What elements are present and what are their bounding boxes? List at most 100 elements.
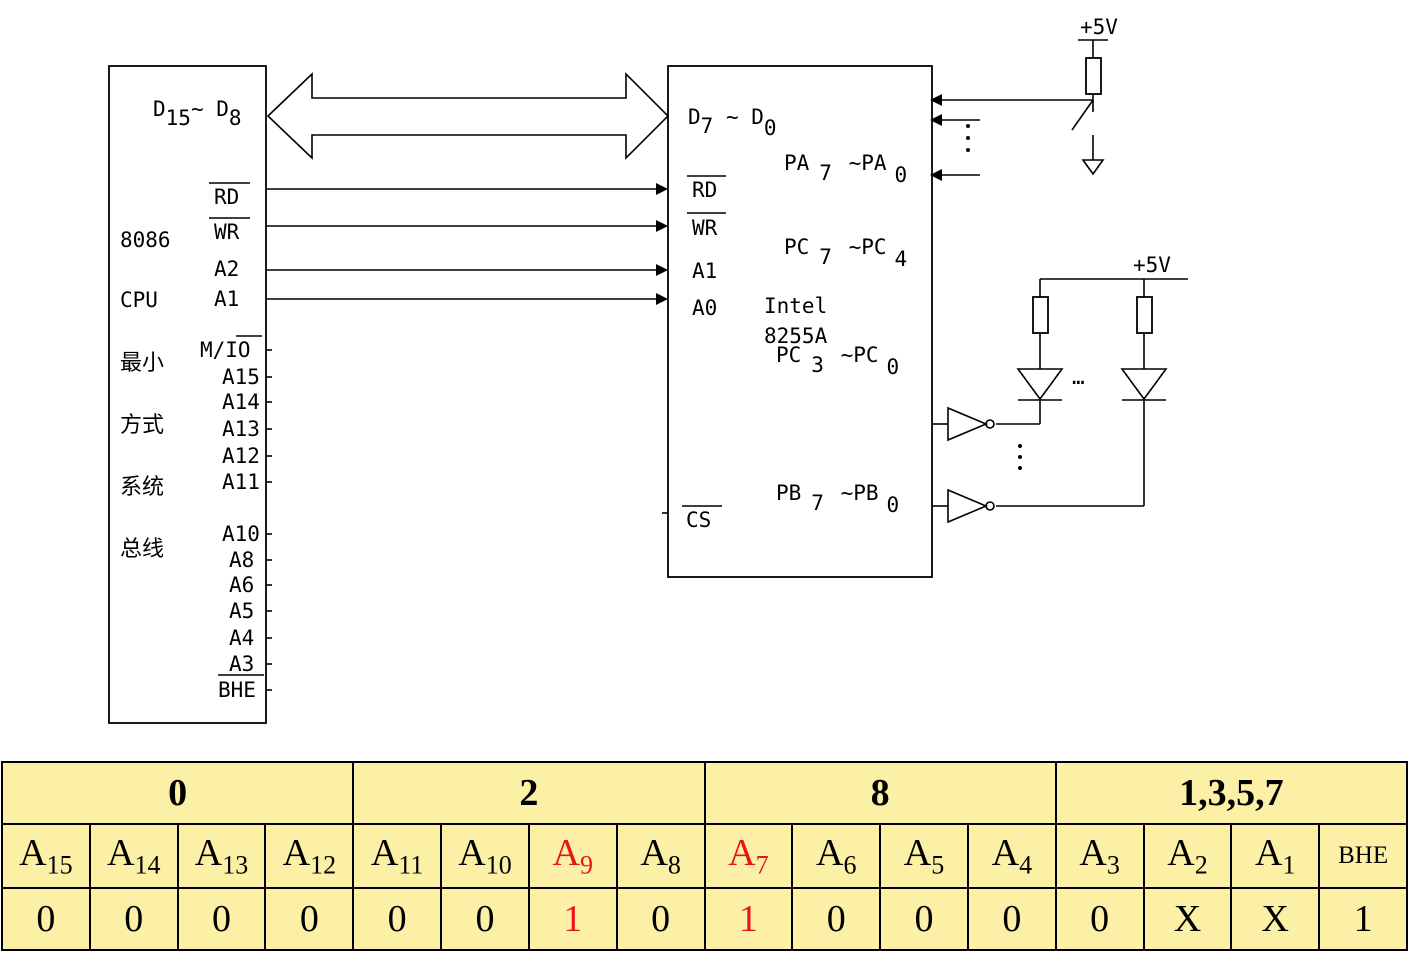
- led-resistor-1: [1032, 296, 1049, 334]
- cpu-pin-a10: A10: [222, 522, 260, 546]
- signal-base: A: [728, 832, 756, 875]
- signal-cell: A6: [791, 823, 882, 889]
- led-ellipsis: …: [1072, 365, 1085, 389]
- signal-cell: A2: [1142, 823, 1233, 889]
- signal-sub: 15: [46, 850, 73, 880]
- cpu-pin-a14: A14: [222, 390, 260, 414]
- cpu-desc-cpu: CPU: [120, 288, 158, 312]
- signal-base: A: [552, 832, 580, 875]
- cpu-bus-box: [108, 65, 267, 724]
- ppi-pin-a1: A1: [692, 259, 717, 283]
- signal-sub: 5: [931, 850, 945, 880]
- signal-sub: 8: [667, 850, 681, 880]
- control-wires: [266, 183, 668, 514]
- cpu-pin-stubs: [266, 349, 272, 691]
- value-cell: 1: [527, 887, 618, 951]
- ppi-data-label: D7 ~ D0: [688, 105, 777, 140]
- supply-label-2: +5V: [1133, 253, 1171, 277]
- cpu-data-label: D15~ D8: [153, 97, 242, 130]
- ppi-pin-a0: A0: [692, 296, 717, 320]
- cpu-desc-3: 系统: [120, 475, 164, 500]
- inverter-1: [947, 406, 989, 442]
- inverter-2: [947, 488, 989, 524]
- signal-sub: 9: [580, 850, 593, 880]
- led-diode-2: [1120, 368, 1168, 401]
- value-cell: 0: [1054, 887, 1145, 951]
- group-8: 8: [703, 761, 1057, 825]
- cpu-pin-bhe: BHE: [218, 678, 256, 702]
- ppi-pin-cs: CS: [686, 508, 711, 532]
- signal-cell: A4: [966, 823, 1057, 889]
- ppi-name-intel: Intel: [764, 294, 827, 318]
- signal-sub: 10: [485, 850, 512, 880]
- value-cell: 0: [879, 887, 969, 951]
- cpu-pin-a15: A15: [222, 365, 260, 389]
- signal-cell: A1: [1230, 823, 1321, 889]
- signal-base: A: [640, 832, 668, 875]
- ppi-name-8255a: 8255A: [764, 324, 828, 348]
- value-cell: X: [1142, 887, 1233, 951]
- signal-base: A: [106, 832, 135, 875]
- group-2: 2: [352, 761, 706, 825]
- signal-cell: A10: [440, 823, 530, 889]
- signal-cell: A11: [352, 823, 443, 889]
- value-cell: 1: [703, 887, 794, 951]
- cpu-desc-1: 最小: [120, 351, 164, 376]
- switch-input-circuit: +5V: [930, 15, 1118, 181]
- led-output-circuit: +5V …: [932, 253, 1188, 524]
- value-cell: 0: [615, 887, 706, 951]
- cpu-pin-a8: A8: [229, 548, 254, 572]
- signal-cell: A15: [1, 823, 91, 889]
- cpu-pin-a1: A1: [214, 287, 239, 311]
- led-diode-1: [1016, 368, 1064, 401]
- signal-base: A: [1167, 832, 1195, 875]
- led-resistor-2: [1136, 296, 1153, 334]
- ppi-8255-box: [667, 65, 933, 578]
- signal-sub: 13: [222, 850, 249, 880]
- signal-cell: A5: [879, 823, 969, 889]
- cpu-desc-8086: 8086: [120, 228, 171, 252]
- cpu-pin-a3: A3: [229, 652, 254, 676]
- value-cell: 0: [264, 887, 355, 951]
- signal-sub: 3: [1106, 850, 1120, 880]
- supply-label-1: +5V: [1080, 15, 1118, 39]
- signal-base: A: [282, 832, 311, 875]
- value-cell: 0: [88, 887, 179, 951]
- value-cell: 0: [352, 887, 443, 951]
- signal-base: A: [19, 832, 47, 875]
- cpu-pin-rd: RD: [214, 185, 239, 209]
- cpu-desc-2: 方式: [120, 413, 164, 438]
- signal-base: A: [815, 832, 844, 875]
- signal-base: BHE: [1338, 842, 1389, 869]
- signal-sub: 12: [310, 850, 337, 880]
- signal-base: A: [458, 832, 486, 875]
- value-cell: 0: [440, 887, 530, 951]
- signal-base: A: [991, 832, 1020, 875]
- group-odd: 1,3,5,7: [1054, 761, 1409, 825]
- signal-sub: 1: [1282, 850, 1296, 880]
- signal-base: A: [194, 832, 223, 875]
- cpu-pin-a12: A12: [222, 444, 260, 468]
- cpu-pin-a2: A2: [214, 257, 239, 281]
- signal-base: A: [370, 832, 399, 875]
- signal-sub: 6: [843, 850, 857, 880]
- cpu-pin-a11: A11: [222, 470, 260, 494]
- cpu-pin-mio: M/IO: [200, 338, 251, 362]
- signal-sub: 2: [1194, 850, 1208, 880]
- signal-cell: BHE: [1318, 823, 1408, 889]
- value-cell: X: [1230, 887, 1321, 951]
- signal-cell: A7: [703, 823, 794, 889]
- signal-sub: 4: [1019, 850, 1033, 880]
- signal-cell: A3: [1054, 823, 1145, 889]
- signal-cell: A13: [176, 823, 267, 889]
- value-cell: 1: [1318, 887, 1408, 951]
- signal-sub: 7: [755, 850, 769, 880]
- cpu-pin-wr: WR: [214, 220, 240, 244]
- value-cell: 0: [791, 887, 882, 951]
- signal-base: A: [903, 832, 932, 875]
- ground-icon: [1081, 159, 1105, 176]
